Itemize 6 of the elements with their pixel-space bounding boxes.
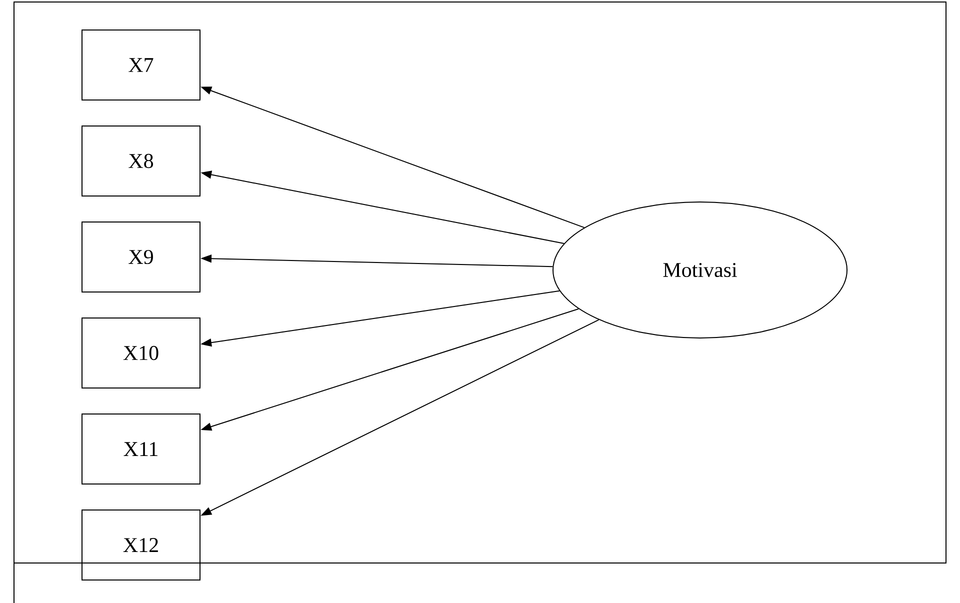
variable-box: X11 xyxy=(82,414,200,484)
variable-box: X7 xyxy=(82,30,200,100)
variable-box: X12 xyxy=(82,510,200,580)
variable-box: X10 xyxy=(82,318,200,388)
variable-box: X8 xyxy=(82,126,200,196)
variable-box: X9 xyxy=(82,222,200,292)
